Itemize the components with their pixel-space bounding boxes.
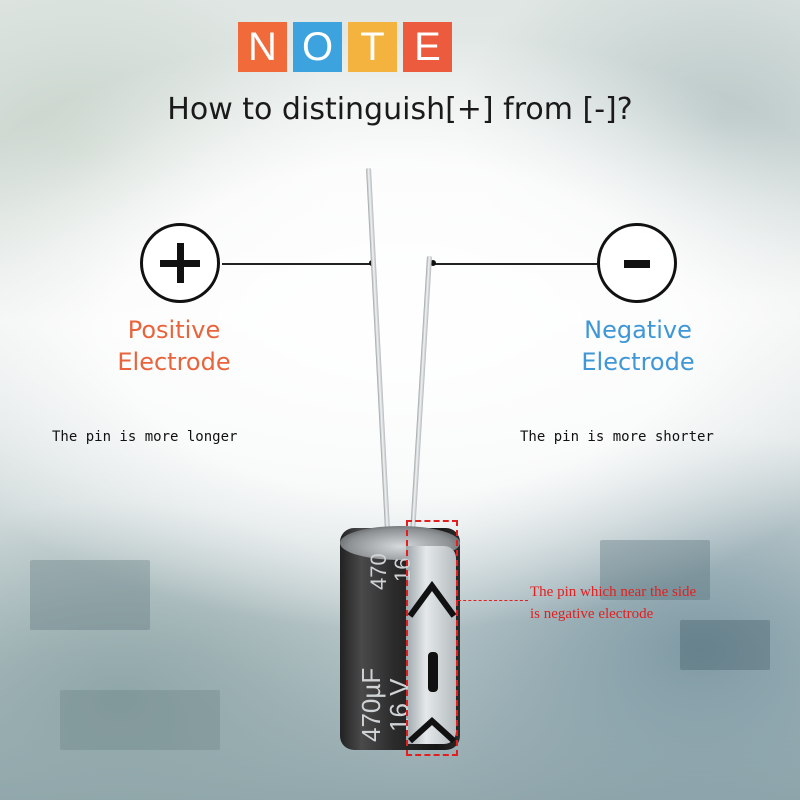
positive-pin-note: The pin is more longer bbox=[52, 429, 238, 445]
negative-stripe bbox=[406, 546, 456, 744]
capacitance-marking: 470µF bbox=[356, 667, 386, 742]
background-detail bbox=[60, 690, 220, 750]
note-banner: N O T E bbox=[238, 22, 452, 72]
positive-leader-line bbox=[222, 263, 372, 265]
negative-side-highlight bbox=[406, 520, 458, 756]
background-detail bbox=[600, 540, 710, 600]
capacitance-marking-top: 470 bbox=[366, 553, 391, 590]
note-tile: O bbox=[293, 22, 342, 72]
headline: How to distinguish[+] from [-]? bbox=[167, 92, 633, 127]
negative-electrode-label: Negative Electrode bbox=[581, 316, 695, 376]
positive-electrode-label: Positive Electrode bbox=[117, 316, 231, 376]
stripe-minus-mark bbox=[428, 652, 438, 692]
stripe-chevrons bbox=[407, 580, 456, 744]
short-pin bbox=[409, 255, 432, 546]
background-detail bbox=[30, 560, 150, 630]
long-pin bbox=[366, 167, 391, 540]
note-tile: N bbox=[238, 22, 287, 72]
callout-line bbox=[458, 600, 528, 601]
note-tile: T bbox=[348, 22, 397, 72]
minus-icon bbox=[597, 223, 677, 303]
negative-leader-line bbox=[433, 263, 597, 265]
note-tile: E bbox=[403, 22, 452, 72]
callout-note: The pin which near the side is negative … bbox=[530, 584, 697, 622]
negative-pin-note: The pin is more shorter bbox=[520, 429, 714, 445]
plus-icon bbox=[140, 223, 220, 303]
negative-pin-dot bbox=[430, 260, 436, 266]
background-detail bbox=[680, 620, 770, 670]
